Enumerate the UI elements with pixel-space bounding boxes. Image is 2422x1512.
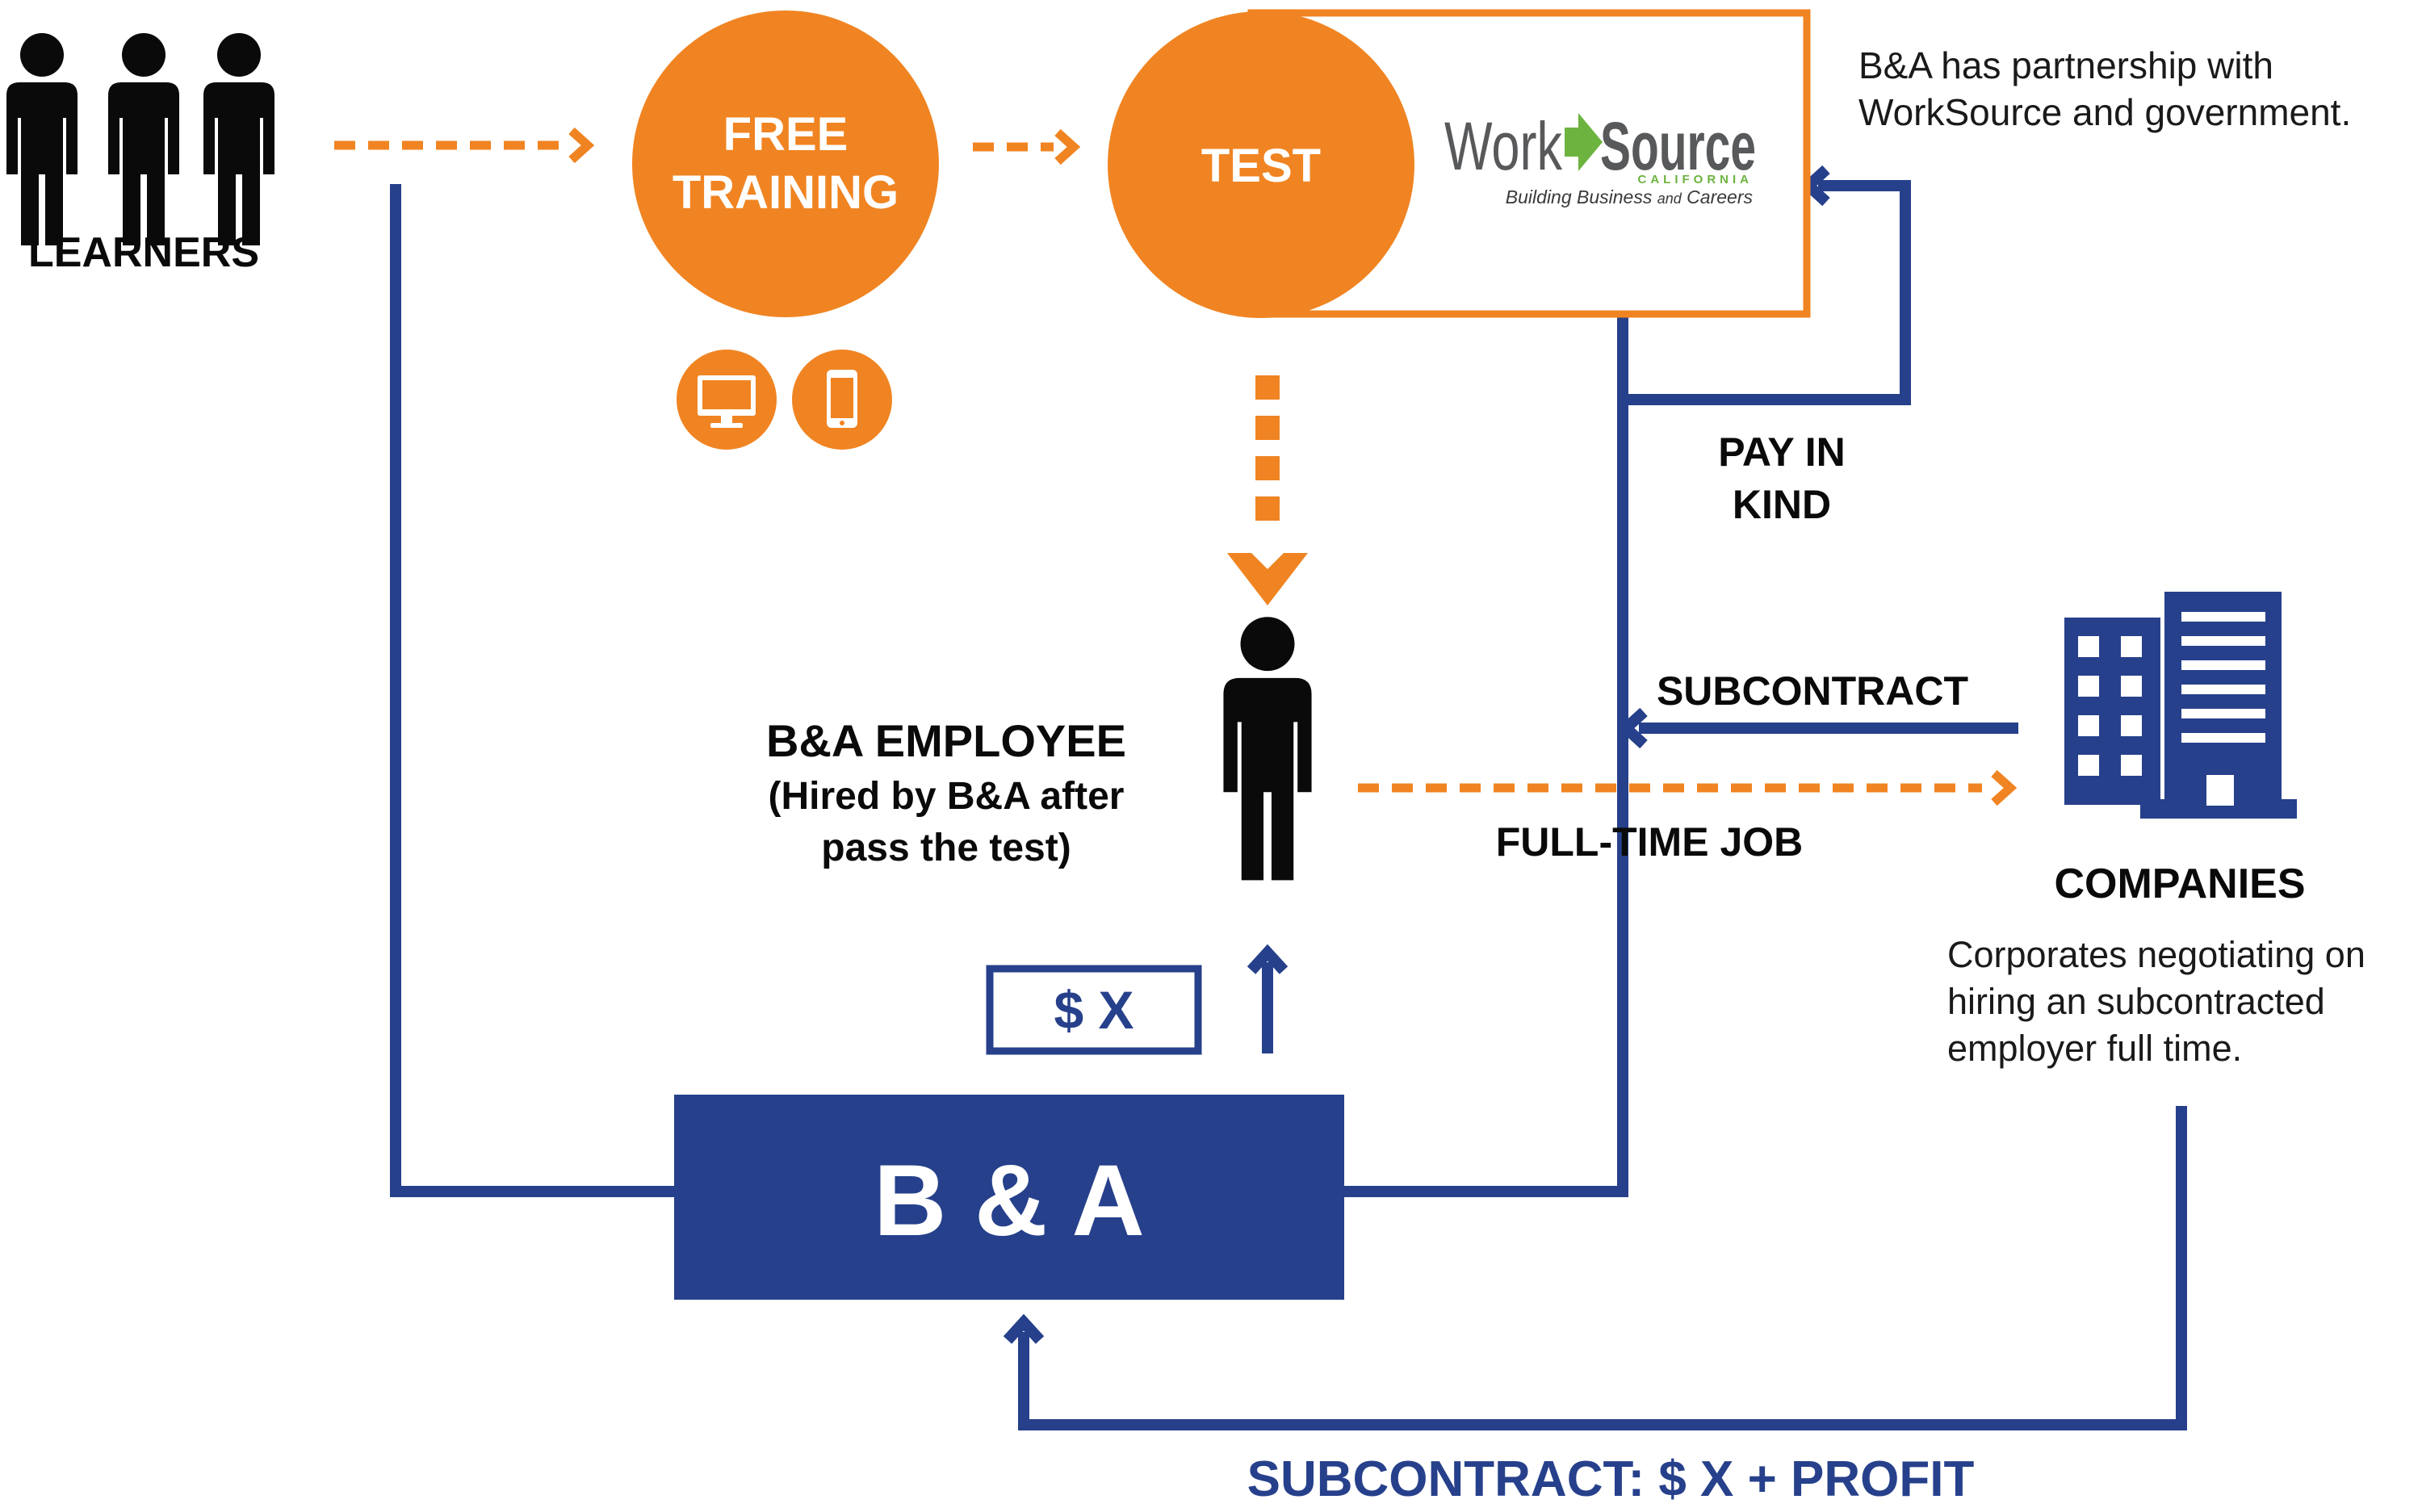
companies-node: COMPANIES Corporates negotiating on hiri… xyxy=(1947,861,2365,1069)
employee-line3: pass the test) xyxy=(821,827,1071,869)
companies-desc2: hiring an subcontracted xyxy=(1947,981,2325,1022)
salary-up-arrowhead xyxy=(1247,944,1289,974)
learners-to-training-arrowhead xyxy=(568,127,595,164)
fulltime-job-label: FULL-TIME JOB xyxy=(1496,819,1804,865)
office-building-icon xyxy=(2064,592,2297,819)
employee-title: B&A EMPLOYEE xyxy=(766,715,1126,766)
worksource-logo: Work Source CALIFORNIA Building Business… xyxy=(1444,108,1756,207)
subcontract-label: SUBCONTRACT xyxy=(1657,668,1968,714)
subcontract-arrowhead xyxy=(1617,707,1648,749)
green-arrow-icon xyxy=(1565,113,1603,171)
ba-box-label: B & A xyxy=(874,1145,1145,1257)
down-arrowhead xyxy=(1227,553,1308,605)
employee-to-companies-arrowhead xyxy=(1991,769,2018,806)
desktop-monitor-icon xyxy=(677,350,777,450)
worksource-source-text: Source xyxy=(1600,108,1756,184)
employee-node: B&A EMPLOYEE (Hired by B&A after pass th… xyxy=(766,617,1312,881)
pay-in-kind-line2: KIND xyxy=(1733,482,1831,527)
test-worksource-node: TEST Work Source CALIFORNIA Building Bus… xyxy=(1108,9,1811,318)
partnership-line1: B&A has partnership with xyxy=(1858,44,2273,86)
partnership-line2: WorkSource and government. xyxy=(1858,91,2351,133)
training-to-test-arrowhead xyxy=(1054,128,1081,165)
companies-title: COMPANIES xyxy=(2054,861,2305,907)
salary-box: $ X xyxy=(986,965,1202,1055)
person-icon xyxy=(6,33,78,245)
connector-lines xyxy=(390,180,2187,1430)
bottom-subcontract-label: SUBCONTRACT: $ X + PROFIT xyxy=(1247,1451,1975,1507)
person-icon xyxy=(1223,617,1312,881)
training-line2: TRAINING xyxy=(673,166,899,219)
orange-arrowheads xyxy=(568,127,2018,806)
ba-to-test-line xyxy=(1344,315,1628,1197)
companies-desc3: employer full time. xyxy=(1947,1028,2242,1069)
companies-to-ba-line xyxy=(1018,1106,2187,1430)
person-icon xyxy=(203,33,274,245)
learners-group: LEARNERS xyxy=(6,33,274,276)
free-training-node: FREE TRAINING xyxy=(632,10,939,317)
learners-ba-line xyxy=(390,184,674,1197)
pay-in-kind-line1: PAY IN xyxy=(1718,429,1846,475)
worksource-work-text: Work xyxy=(1444,108,1563,184)
test-label: TEST xyxy=(1201,140,1321,192)
worksource-region-text: CALIFORNIA xyxy=(1638,173,1754,186)
training-line1: FREE xyxy=(723,108,849,161)
salary-box-label: $ X xyxy=(1054,980,1133,1040)
orange-flows xyxy=(334,140,1982,793)
employee-line2: (Hired by B&A after xyxy=(769,775,1125,818)
partnership-note: B&A has partnership with WorkSource and … xyxy=(1858,44,2351,133)
person-icon xyxy=(108,33,179,245)
ba-up-arrowhead xyxy=(1003,1313,1045,1344)
pay-in-kind-label: PAY IN KIND xyxy=(1718,429,1846,527)
test-to-employee-arrow xyxy=(1227,375,1308,605)
learners-label: LEARNERS xyxy=(28,229,259,276)
ba-box: B & A xyxy=(674,1095,1344,1300)
worksource-tagline: Building Business and Careers xyxy=(1506,186,1754,207)
smartphone-icon xyxy=(792,350,892,450)
pay-in-kind-line xyxy=(1623,180,1911,405)
companies-desc1: Corporates negotiating on xyxy=(1947,934,2365,975)
